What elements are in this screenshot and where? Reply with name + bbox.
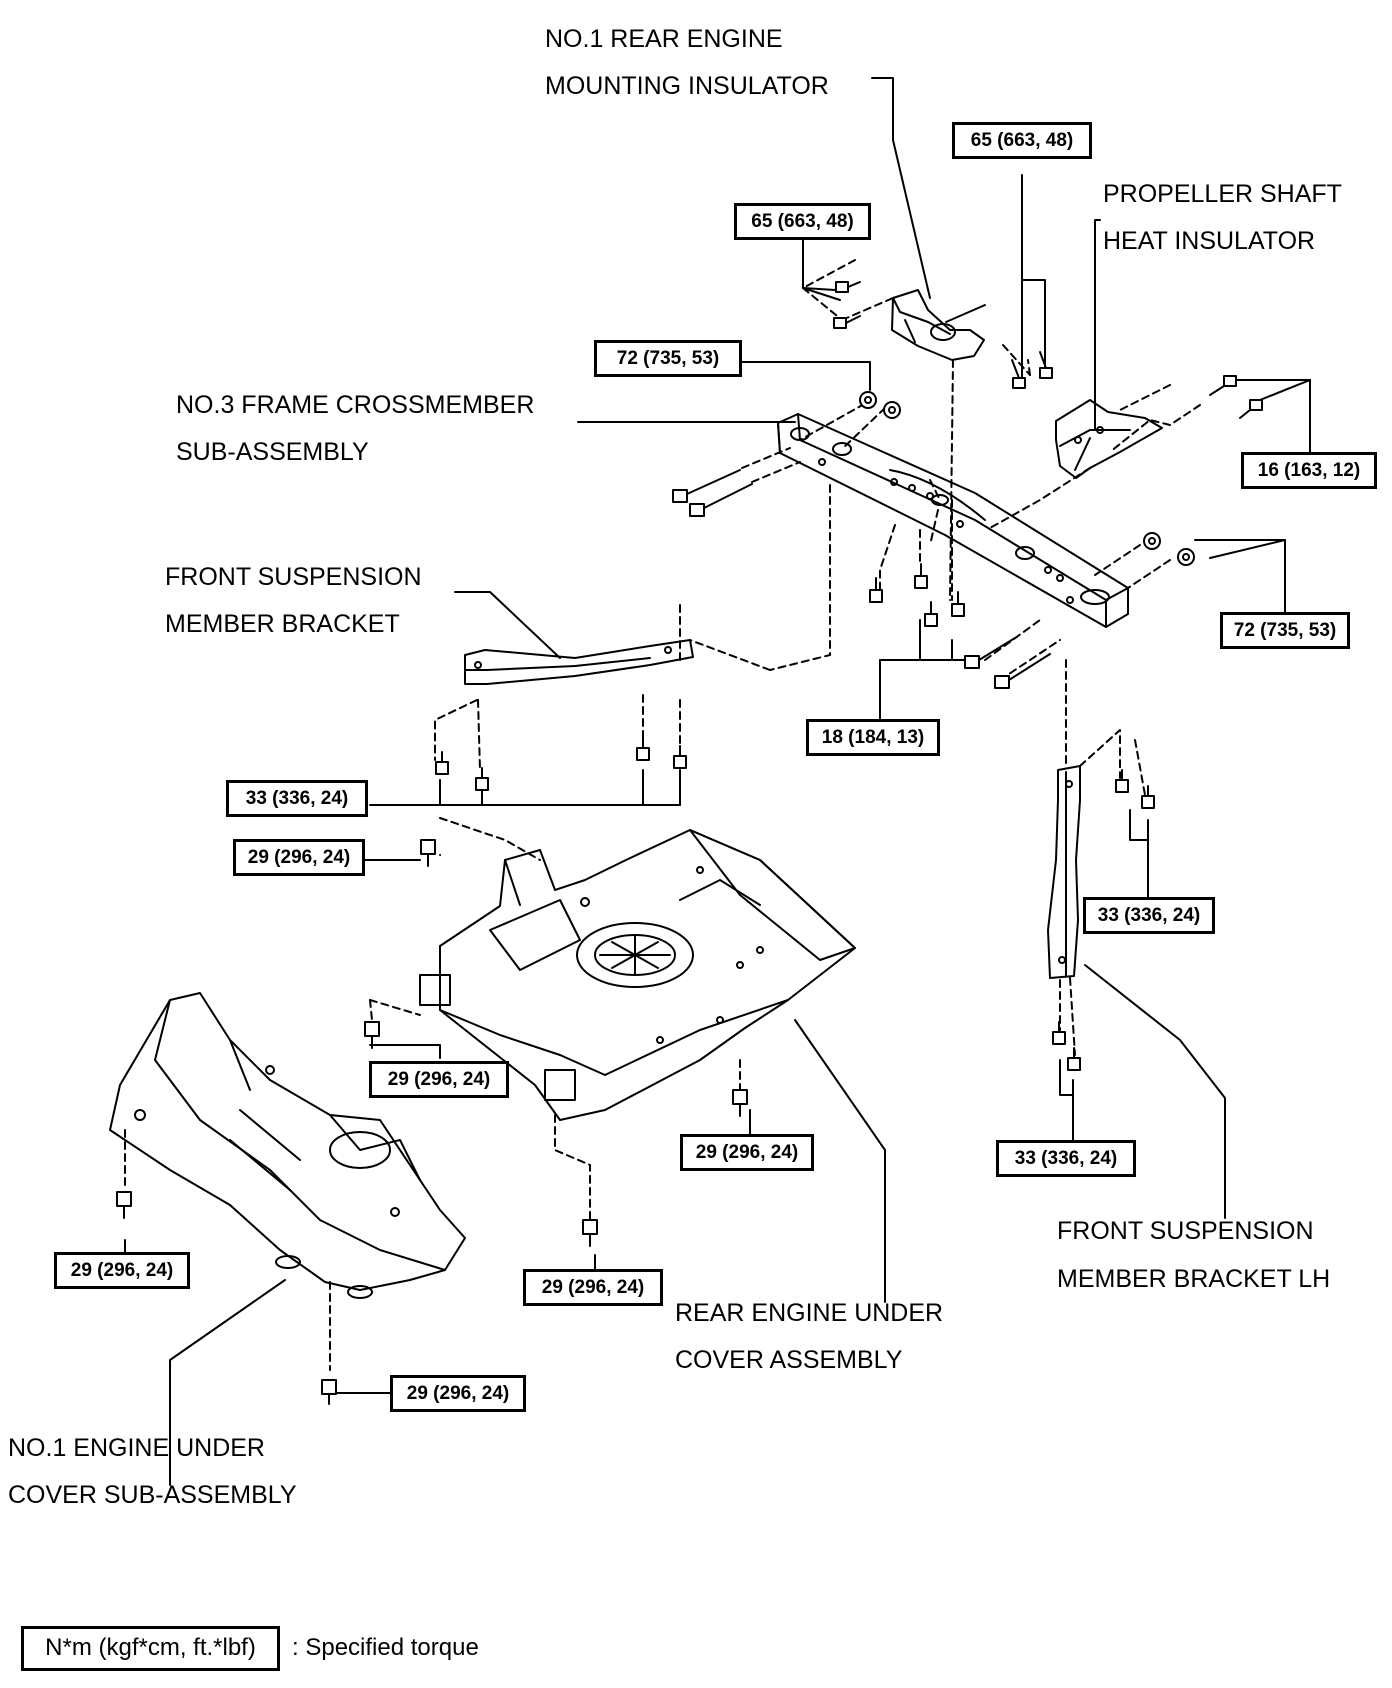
front-bracket-lh-part	[1047, 765, 1081, 979]
bolt-icon	[1239, 399, 1263, 419]
bolt-icon	[673, 745, 687, 769]
rear-mount-insulator-label-line1: NO.1 REAR ENGINE	[545, 25, 783, 53]
bolt-icon	[1141, 785, 1155, 809]
torque-box-cover-bolt-bottom: 29 (296, 24)	[390, 1375, 526, 1412]
bolt-icon	[475, 767, 489, 791]
bolt-icon	[732, 1089, 748, 1117]
bolt-icon	[364, 1021, 380, 1049]
frame-crossmember-label-line1: NO.3 FRAME CROSSMEMBER	[176, 391, 535, 419]
bolt-icon	[869, 577, 883, 603]
rear-under-cover-label-line2: COVER ASSEMBLY	[675, 1346, 903, 1374]
bolt-icon	[689, 483, 753, 517]
front-bracket-lh-label-line2: MEMBER BRACKET LH	[1057, 1265, 1331, 1293]
torque-box-crossmember-bolts: 18 (184, 13)	[806, 719, 940, 756]
torque-box-cover-bolt-mid-left: 29 (296, 24)	[369, 1061, 509, 1098]
heat-insulator-part	[1055, 399, 1163, 479]
bolt-icon	[1209, 375, 1237, 396]
torque-box-cover-bolt-upper-left: 29 (296, 24)	[233, 839, 365, 876]
nut-icon	[1143, 532, 1161, 550]
bolt-icon	[924, 601, 938, 627]
torque-box-heat-insulator-bolts: 16 (163, 12)	[1241, 452, 1377, 489]
torque-box-lh-bracket-lower: 33 (336, 24)	[996, 1140, 1136, 1177]
prop-shaft-insulator-label-line1: PROPELLER SHAFT	[1103, 180, 1342, 208]
leader-lines	[124, 77, 1311, 1486]
bolt-icon	[321, 1379, 337, 1405]
bolt-icon	[964, 637, 1016, 669]
bolt-icon	[833, 315, 861, 329]
fasteners	[116, 281, 1263, 1405]
nut-icon	[883, 401, 901, 419]
torque-box-mount-upper-right: 65 (663, 48)	[952, 122, 1092, 159]
bolt-icon	[672, 469, 741, 503]
bolt-icon	[116, 1191, 132, 1219]
bolt-icon	[582, 1219, 598, 1247]
torque-box-lh-bracket-upper: 33 (336, 24)	[1083, 897, 1215, 934]
front-bracket-part	[464, 639, 694, 685]
bolt-icon	[835, 281, 861, 293]
front-bracket-label-line2: MEMBER BRACKET	[165, 610, 400, 638]
nut-icon	[859, 391, 877, 409]
torque-box-crossmember-nuts-left: 72 (735, 53)	[594, 340, 742, 377]
no1-under-cover-part	[109, 992, 466, 1299]
rear-under-cover-label-line1: REAR ENGINE UNDER	[675, 1299, 944, 1327]
no1-under-cover-label-line1: NO.1 ENGINE UNDER	[8, 1434, 265, 1462]
frame-crossmember-label-line2: SUB-ASSEMBLY	[176, 438, 369, 466]
rear-mount-insulator-label-line2: MOUNTING INSULATOR	[545, 72, 829, 100]
rear-mount-insulator-part	[891, 289, 986, 361]
bolt-icon	[636, 737, 650, 761]
prop-shaft-insulator-label-line2: HEAT INSULATOR	[1103, 227, 1316, 255]
torque-box-cover-bolt-far-left: 29 (296, 24)	[54, 1252, 190, 1289]
no1-under-cover-label-line2: COVER SUB-ASSEMBLY	[8, 1481, 297, 1509]
bolt-icon	[1115, 769, 1129, 793]
torque-box-bracket-bolts: 33 (336, 24)	[226, 780, 368, 817]
torque-box-crossmember-nuts-right: 72 (735, 53)	[1220, 612, 1350, 649]
bolt-icon	[1052, 1021, 1066, 1045]
alignment-lines	[124, 259, 1201, 1371]
front-bracket-label-line1: FRONT SUSPENSION	[165, 563, 422, 591]
bolt-icon	[1039, 351, 1053, 379]
torque-box-mount-upper-left: 65 (663, 48)	[734, 203, 871, 240]
legend-unit-box: N*m (kgf*cm, ft.*lbf)	[21, 1626, 280, 1671]
rear-under-cover-part	[419, 829, 856, 1121]
bolt-icon	[914, 563, 928, 589]
bolt-icon	[951, 591, 965, 617]
bolt-icon	[1011, 359, 1026, 389]
bolt-icon	[1067, 1047, 1081, 1071]
front-bracket-lh-label-line1: FRONT SUSPENSION	[1057, 1217, 1314, 1245]
torque-box-cover-bolt-mid-right: 29 (296, 24)	[680, 1134, 814, 1171]
bolt-icon	[420, 839, 436, 867]
nut-icon	[1177, 548, 1195, 566]
torque-box-cover-bolt-lower-mid: 29 (296, 24)	[523, 1269, 663, 1306]
legend-description: : Specified torque	[292, 1634, 479, 1661]
bolt-icon	[435, 751, 449, 775]
frame-crossmember-part	[777, 413, 1129, 628]
bolt-icon	[994, 653, 1051, 689]
